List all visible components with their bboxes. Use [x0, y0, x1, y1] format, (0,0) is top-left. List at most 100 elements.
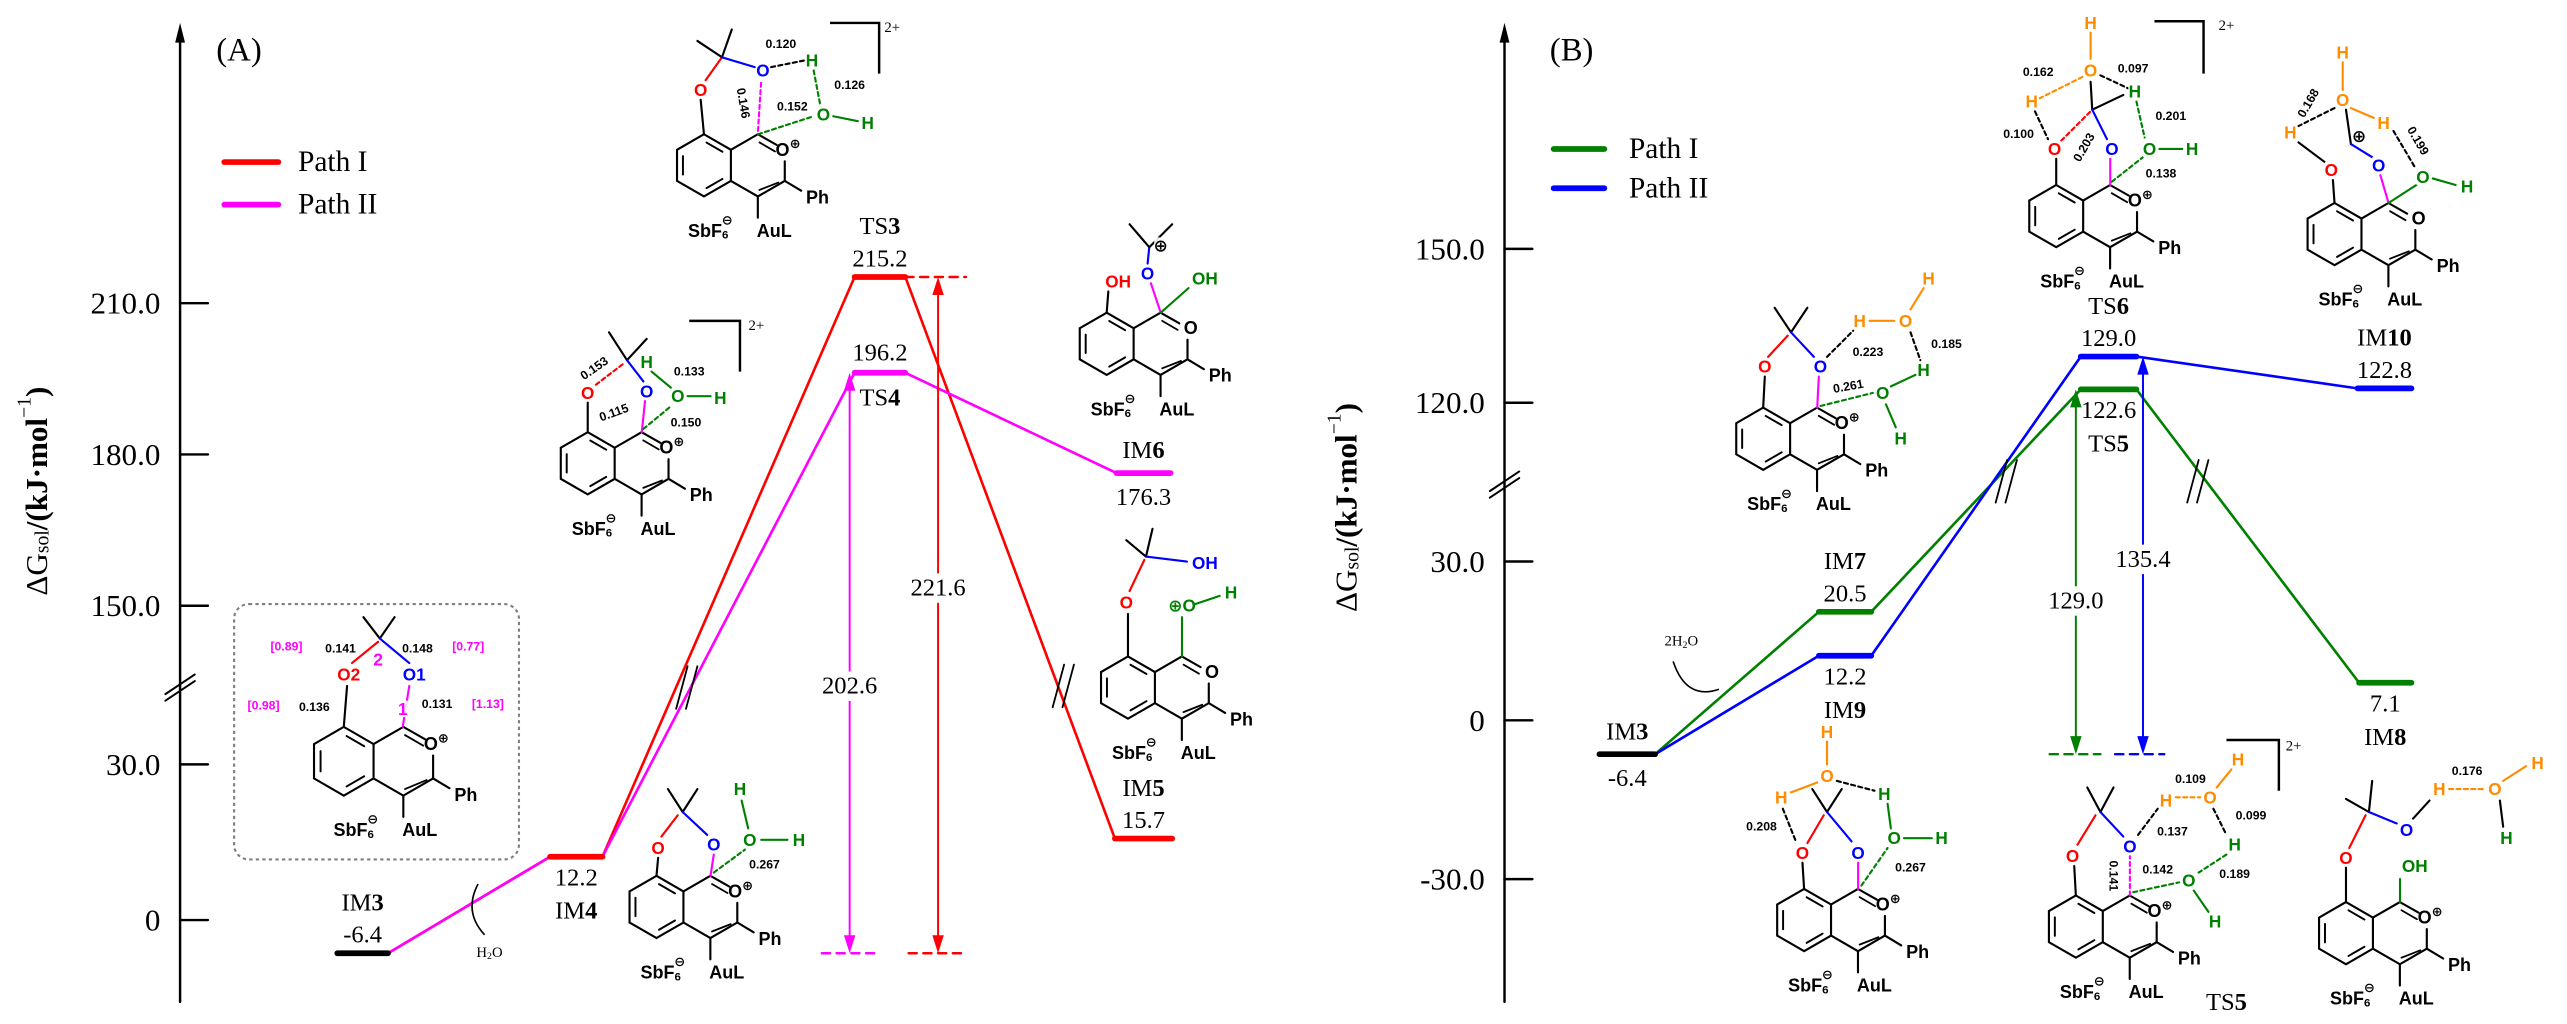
positive-charge-icon: ⊕ — [2161, 897, 2172, 912]
label-background — [816, 106, 831, 123]
atom-label: O — [2203, 787, 2216, 807]
gold-ligand-label: AuL — [1857, 976, 1892, 996]
bond — [740, 799, 750, 830]
label-background — [2336, 44, 2350, 61]
counterion-base: SbF — [2040, 272, 2074, 292]
counterion-label: SbF6⊖ — [2060, 973, 2105, 1003]
benzene-ring — [1776, 887, 1833, 953]
ring-bond — [613, 431, 643, 449]
bond-length-label: 0.201 — [2155, 109, 2186, 123]
bond — [640, 400, 647, 434]
label-background — [2372, 157, 2386, 174]
bond-length-label: 0.136 — [299, 700, 330, 714]
hydrogen-bond-dashed — [2212, 807, 2228, 836]
phenyl-label: Ph — [690, 485, 713, 505]
counterion-sub: 6 — [674, 971, 680, 983]
double-bond-inner — [1108, 356, 1127, 368]
ring-bond — [640, 431, 662, 444]
y-label-end: ) — [19, 387, 54, 397]
label-background — [2185, 140, 2199, 158]
label-background — [1851, 844, 1865, 862]
bond-length-label: 0.142 — [2142, 862, 2173, 876]
bond-length-label: [1.13] — [472, 697, 504, 711]
label-background — [743, 831, 757, 849]
atom-label: H — [861, 113, 873, 133]
panel-title: (B) — [1550, 33, 1594, 69]
ring-double-bond — [2389, 210, 2407, 222]
bond — [378, 637, 411, 665]
atom-label: H — [2209, 912, 2221, 932]
ring-bond — [729, 179, 759, 198]
bond — [362, 616, 381, 640]
charge-label: 2+ — [2286, 739, 2302, 755]
atom-label: H — [1935, 828, 1947, 848]
species-name-label: IM3 — [341, 889, 383, 916]
bond-length-label: 0.126 — [834, 78, 865, 92]
hydrogen-bond-dashed — [812, 69, 822, 106]
charge-bracket — [2154, 20, 2205, 74]
label-background — [1774, 789, 1788, 806]
label-background — [2105, 140, 2119, 158]
atom-label: O — [2325, 160, 2338, 180]
species-number: 5 — [2117, 430, 2129, 457]
bond — [1889, 373, 1917, 388]
ring-bond — [709, 921, 739, 940]
path-break-mark — [685, 665, 699, 710]
bond — [2076, 814, 2097, 846]
bond — [1806, 814, 1825, 845]
bond — [2215, 768, 2233, 789]
ring-double-bond — [2400, 909, 2418, 921]
ring-bond — [1815, 453, 1846, 471]
double-bond-inner — [1764, 451, 1783, 463]
bond-length-label: 0.176 — [2452, 764, 2483, 778]
label-background — [640, 383, 654, 400]
hydrogen-bond-dashed — [1909, 331, 1922, 362]
bond — [660, 814, 679, 838]
reagent-end: O — [492, 945, 503, 961]
atom-label: H — [793, 830, 805, 850]
atom-label: OH — [2402, 856, 2428, 876]
bond — [2367, 779, 2374, 814]
species-name-label: IM8 — [2364, 723, 2406, 750]
ring-double-bond — [2130, 902, 2148, 914]
y-tick-label: -30.0 — [1420, 862, 1485, 897]
ring-bond — [1159, 311, 1181, 325]
label-background — [371, 651, 385, 668]
path-break-mark — [2186, 459, 2200, 504]
y-axis-arrow-icon — [175, 22, 185, 43]
bond-length-label: 0.267 — [1895, 861, 1926, 875]
label-background — [2066, 848, 2080, 865]
ring-double-bond — [1817, 414, 1836, 426]
hydrogen-bond-dashed — [2033, 110, 2050, 141]
label-background — [407, 666, 421, 683]
hydrogen-bond-dashed — [1835, 779, 1876, 792]
bond — [1825, 788, 1843, 814]
label-background — [713, 389, 727, 406]
label-background — [2128, 83, 2142, 100]
double-bond-inner — [1805, 896, 1824, 908]
bond-length-label: 0.148 — [402, 641, 433, 655]
y-tick-label: 180.0 — [90, 437, 160, 472]
bond — [2348, 814, 2367, 850]
benzene-ring — [1099, 655, 1156, 720]
ring-bond — [372, 777, 405, 797]
label-background — [1877, 785, 1891, 803]
label-background — [733, 780, 747, 798]
atom-label: H — [1894, 429, 1906, 449]
label-background — [756, 62, 770, 79]
atom-label: H — [1854, 311, 1866, 331]
gold-ligand-label: AuL — [2387, 290, 2422, 310]
bond — [1767, 334, 1789, 358]
ring-oxygen-label: O — [1184, 318, 1198, 338]
reagent-base: 2H — [1665, 634, 1683, 650]
phenyl-bond — [2414, 248, 2433, 261]
label-background — [2324, 162, 2338, 179]
atom-label: ⊕ — [1154, 236, 1168, 256]
bond-length-label: [0.77] — [452, 640, 484, 654]
counterion-base: SbF — [2330, 989, 2364, 1009]
bond-length-label: 0.133 — [674, 365, 705, 379]
bond — [1825, 810, 1853, 843]
phenyl-label: Ph — [806, 187, 829, 207]
